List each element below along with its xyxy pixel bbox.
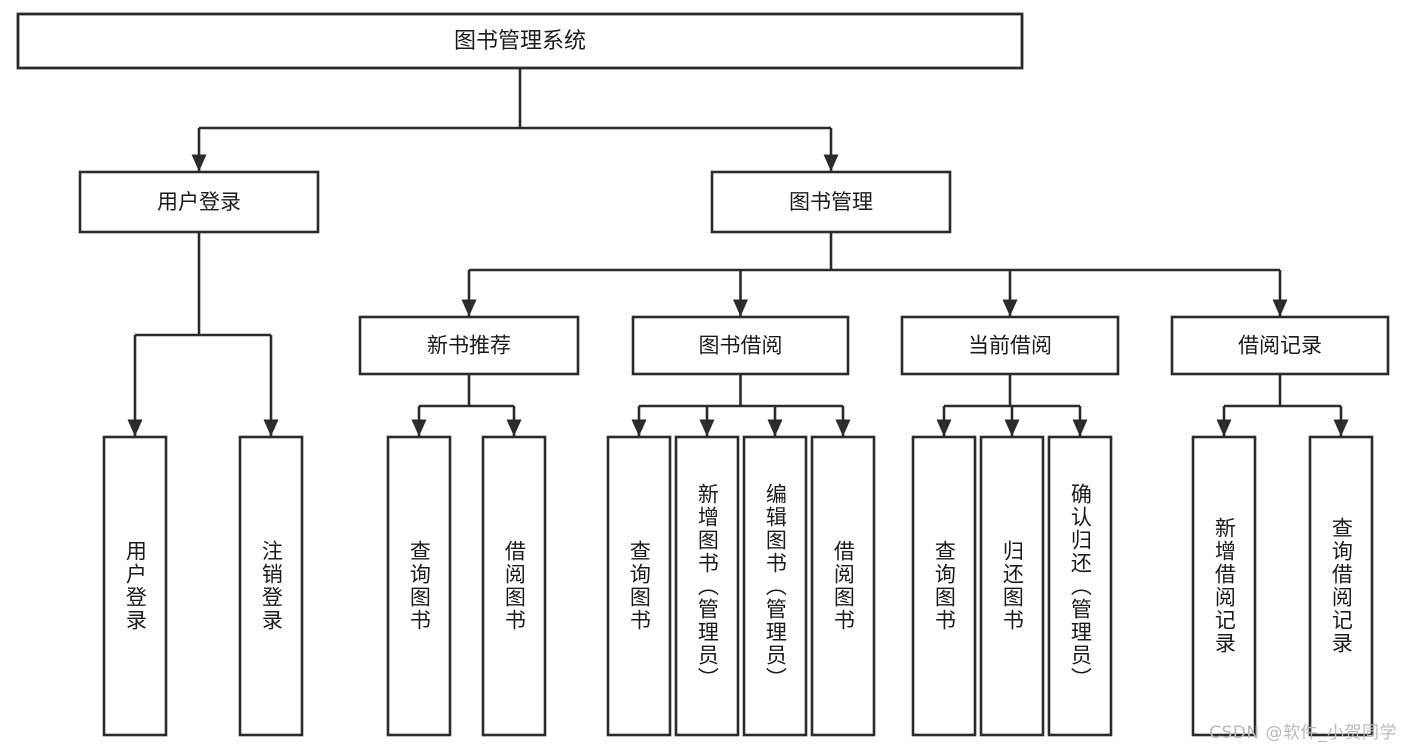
connector-arrowhead: [1272, 299, 1288, 317]
connector-arrowhead: [631, 419, 647, 437]
node-label-book-management: 图书管理: [789, 190, 873, 214]
connector-arrowhead: [1216, 419, 1232, 437]
connector-arrowhead: [411, 419, 427, 437]
node-box-new-book-recommend[interactable]: [358, 315, 580, 376]
node-box-leaf-borrow-book[interactable]: [810, 435, 876, 737]
node-box-current-borrow[interactable]: [900, 315, 1120, 376]
watermark-text: CSDN @软件_小贺同学: [1209, 723, 1397, 743]
node-label-borrow-record: 借阅记录: [1238, 334, 1322, 358]
connector-arrowhead: [835, 419, 851, 437]
connector-arrowhead: [1333, 419, 1349, 437]
connector-arrowhead: [823, 154, 839, 172]
node-box-leaf-confirm-return-admin[interactable]: [1047, 435, 1113, 737]
node-label-new-book-recommend: 新书推荐: [427, 334, 511, 358]
node-label-book-borrow: 图书借阅: [699, 334, 783, 358]
node-box-leaf-query-borrow-record[interactable]: [1308, 435, 1374, 737]
node-box-layer: [16, 12, 1390, 737]
connector-arrowhead: [127, 419, 143, 437]
node-box-book-borrow[interactable]: [631, 315, 850, 376]
connector-arrowhead: [733, 299, 748, 317]
node-box-root[interactable]: [16, 12, 1024, 70]
connector-arrowhead: [1002, 299, 1018, 317]
connector-layer: [127, 68, 1349, 437]
node-box-leaf-query-book-recommend[interactable]: [386, 435, 452, 737]
connector-arrowhead: [1072, 419, 1088, 437]
node-box-leaf-user-login[interactable]: [102, 435, 168, 737]
node-box-book-management[interactable]: [710, 170, 952, 234]
connector-arrowhead: [461, 299, 477, 317]
node-box-leaf-add-book-admin[interactable]: [674, 435, 740, 737]
node-box-borrow-record[interactable]: [1170, 315, 1390, 376]
node-label-user-login: 用户登录: [157, 190, 241, 214]
node-label-current-borrow: 当前借阅: [968, 334, 1052, 358]
node-box-leaf-edit-book-admin[interactable]: [742, 435, 808, 737]
node-box-leaf-query-book-borrow[interactable]: [606, 435, 672, 737]
node-box-leaf-add-borrow-record[interactable]: [1191, 435, 1257, 737]
connector-arrowhead: [263, 419, 279, 437]
node-box-user-login[interactable]: [78, 170, 320, 234]
connector-arrowhead: [191, 154, 207, 172]
connector-arrowhead: [1004, 419, 1020, 437]
connector-arrowhead: [506, 419, 522, 437]
node-box-leaf-logout-login[interactable]: [238, 435, 304, 737]
node-box-leaf-query-book-current[interactable]: [911, 435, 977, 737]
node-box-leaf-borrow-book-recommend[interactable]: [481, 435, 547, 737]
connector-arrowhead: [699, 419, 715, 437]
connector-arrowhead: [767, 419, 783, 437]
node-box-leaf-return-book[interactable]: [979, 435, 1045, 737]
node-label-root: 图书管理系统: [454, 29, 586, 54]
connector-arrowhead: [936, 419, 952, 437]
